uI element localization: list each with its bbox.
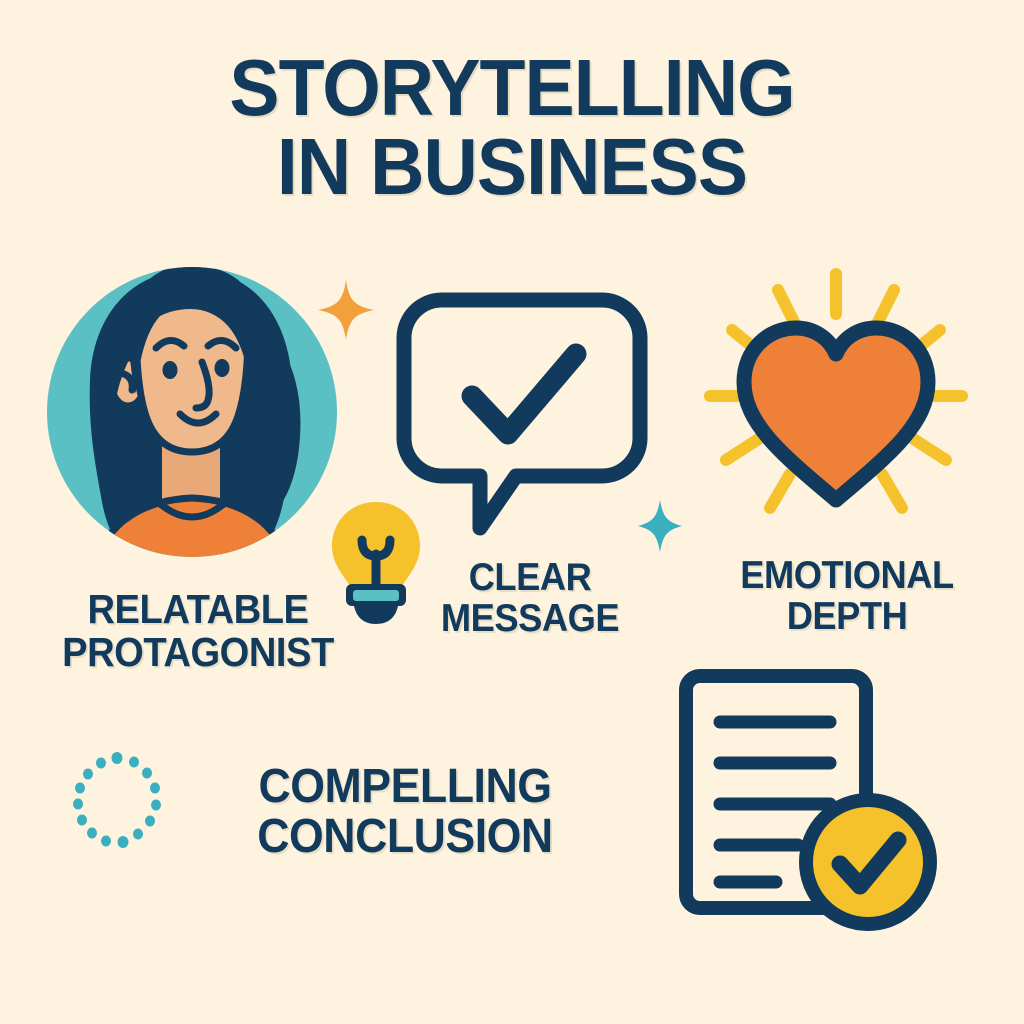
page-title: STORYTELLING IN BUSINESS (0, 43, 1024, 212)
woman-avatar-icon (44, 262, 340, 562)
label-line-2: DEPTH (786, 594, 908, 638)
label-emotional-depth: EMOTIONAL DEPTH (684, 554, 1010, 638)
sparkle-icon (318, 280, 374, 340)
title-line-2: IN BUSINESS (276, 122, 748, 212)
dotted-circle-icon (70, 752, 164, 852)
label-line-2: MESSAGE (440, 596, 620, 640)
label-line-1: CLEAR (468, 556, 592, 599)
shining-heart-icon (700, 268, 972, 532)
document-text-lines (713, 715, 837, 889)
label-line-1: COMPELLING (258, 760, 552, 813)
label-line-1: EMOTIONAL (740, 554, 954, 597)
label-line-2: CONCLUSION (257, 809, 553, 863)
speech-bubble-check-icon (396, 292, 648, 540)
label-relatable-protagonist: RELATABLE PROTAGONIST (31, 588, 366, 673)
label-compelling-conclusion: COMPELLING CONCLUSION (186, 762, 623, 862)
lightbulb-icon (328, 498, 424, 626)
label-clear-message: CLEAR MESSAGE (409, 556, 651, 640)
sparkle-icon (638, 500, 682, 552)
title-line-1: STORYTELLING (229, 43, 795, 132)
label-line-2: PROTAGONIST (62, 628, 334, 675)
document-check-icon (672, 668, 952, 936)
dotted-circle-dots (73, 752, 161, 848)
label-line-1: RELATABLE (87, 586, 309, 632)
